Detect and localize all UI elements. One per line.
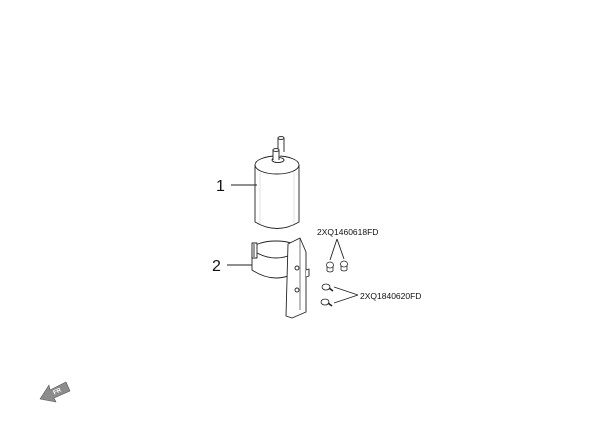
front-direction-arrow-icon: FR bbox=[39, 381, 71, 403]
fastener-code-lower: 2XQ1840620FD bbox=[360, 291, 421, 301]
fastener-upper-right bbox=[340, 260, 348, 272]
leader-line-code-1b bbox=[336, 238, 345, 260]
filter-bracket-clamp bbox=[251, 237, 310, 319]
fuel-filter bbox=[254, 136, 300, 229]
fastener-lower-bottom bbox=[320, 298, 333, 307]
fastener-code-upper: 2XQ1460618FD bbox=[317, 227, 378, 237]
callout-number-1: 1 bbox=[216, 178, 225, 195]
leader-lines bbox=[227, 184, 359, 304]
callout-number-2: 2 bbox=[212, 258, 221, 275]
leader-line-code-1a bbox=[329, 238, 338, 261]
front-direction-label: FR bbox=[53, 387, 63, 396]
leader-line-code-2a bbox=[333, 286, 359, 296]
leader-line-code-2b bbox=[333, 294, 359, 304]
fastener-lower-top bbox=[321, 283, 334, 292]
fastener-upper-left bbox=[326, 261, 334, 273]
